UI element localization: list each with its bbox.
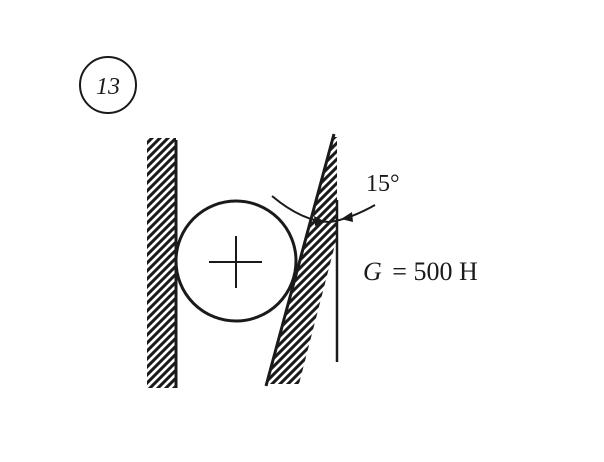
force-symbol: G [363, 257, 382, 286]
hatch-line [147, 255, 176, 290]
angle-arrowhead-left [314, 216, 326, 226]
hatch-line [267, 137, 337, 384]
hatch-line [147, 138, 155, 146]
hatch-line [147, 327, 176, 362]
hatch-line [147, 143, 176, 178]
hatch-line [267, 137, 337, 384]
angle-arc [271, 195, 376, 224]
angle-marker: 15° [271, 171, 400, 226]
hatch-line [267, 137, 337, 384]
hatch-line [147, 247, 176, 282]
hatch-line [267, 137, 337, 384]
right-inclined-wall [264, 120, 604, 400]
right-wall-surface [264, 133, 336, 387]
hatch-line [0, 120, 154, 400]
hatch-line [147, 159, 176, 194]
hatch-line [0, 120, 146, 400]
problem-number-circle [79, 56, 137, 114]
hatch-line [147, 138, 176, 170]
angle-arrowhead-right [341, 212, 353, 222]
problem-number-badge: 13 [79, 56, 137, 114]
svg-text:G = 500 H: G = 500 H [363, 257, 478, 286]
hatch-line [267, 137, 337, 384]
hatch-line [267, 137, 337, 384]
ball [174, 199, 298, 323]
angle-label: 15° [366, 171, 400, 197]
hatch-line [0, 120, 162, 400]
hatch-line [147, 151, 176, 186]
hatch-line [147, 231, 176, 266]
force-value: = 500 H [392, 257, 478, 286]
hatch-line [267, 137, 337, 384]
hatch-line [147, 335, 176, 370]
hatch-line [147, 343, 176, 378]
hatch-line [0, 120, 138, 400]
left-wall-hatching [0, 120, 176, 400]
force-label: G = 500 H [363, 257, 478, 286]
right-wall-hatching [267, 120, 604, 400]
problem-number: 13 [96, 74, 120, 100]
hatch-line [147, 239, 176, 274]
hatch-line [267, 137, 337, 384]
hatch-line [0, 120, 130, 400]
hatch-line [352, 120, 604, 400]
